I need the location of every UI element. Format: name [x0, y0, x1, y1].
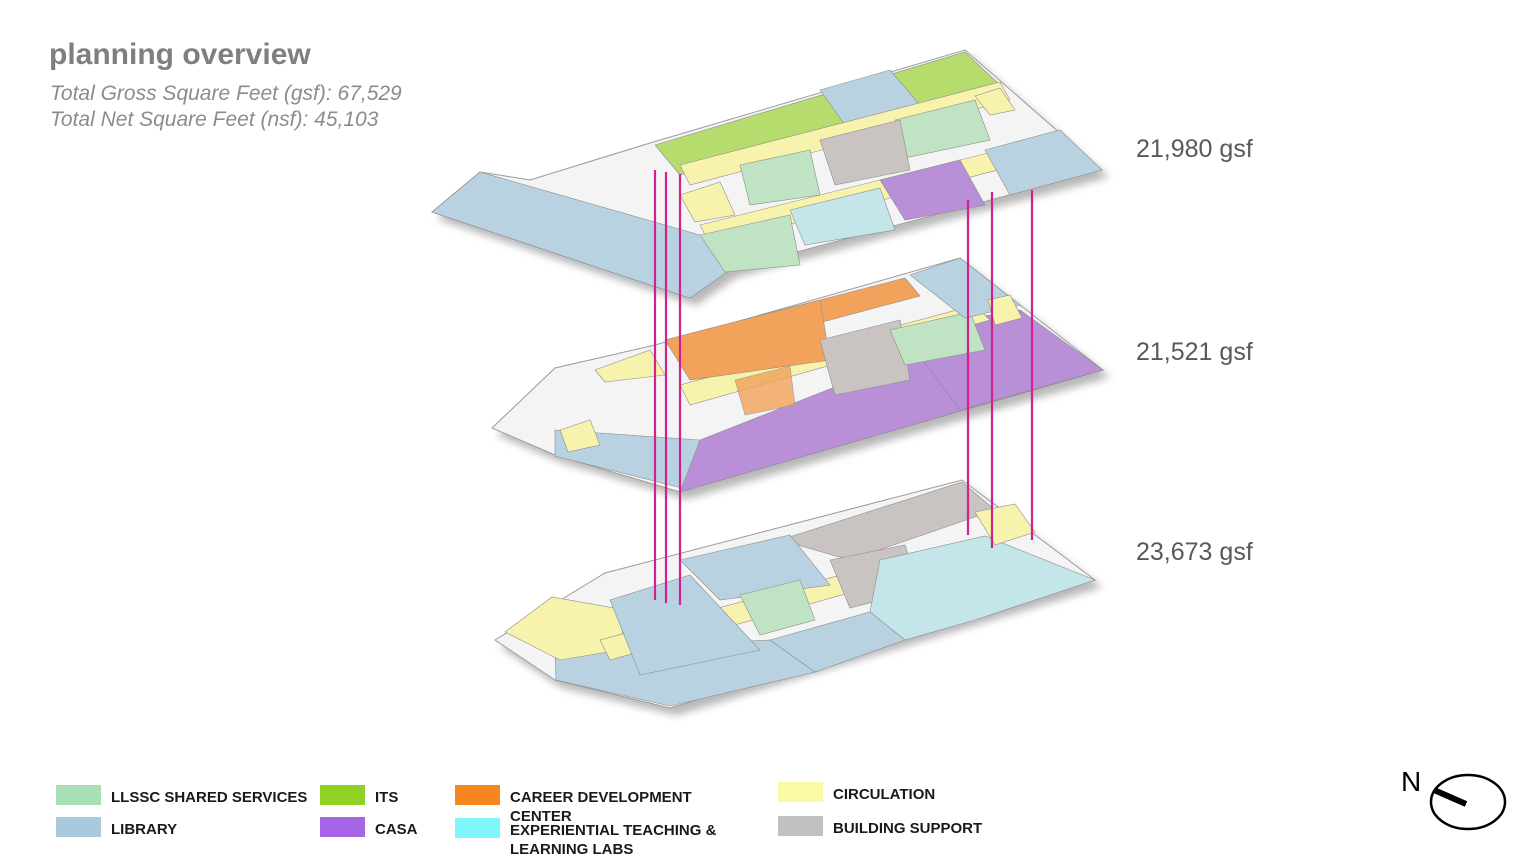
legend-item-building-support: BUILDING SUPPORT [778, 816, 982, 838]
legend-label: LIBRARY [111, 821, 178, 838]
legend-swatch [778, 816, 823, 836]
legend-swatch [455, 785, 500, 805]
zone-shared-bottom-a [739, 579, 816, 636]
zone-support-middle-core [819, 319, 911, 396]
north-arrow-pointer [1432, 787, 1468, 807]
zone-shared-top-a [699, 214, 801, 273]
legend-label: LLSSC SHARED SERVICES [111, 789, 308, 806]
total-gsf-text: Total Gross Square Feet (gsf): 67,529 [50, 82, 402, 105]
floor-top-area: 21,980 gsf [1136, 135, 1253, 163]
floor-top [430, 49, 1104, 299]
zone-career-middle-fade [734, 365, 796, 416]
legend-swatch [778, 782, 823, 802]
zone-circulation-top-stair [974, 87, 1016, 116]
total-nsf-text: Total Net Square Feet (nsf): 45,103 [50, 108, 379, 131]
zone-circulation-bottom-stair [974, 503, 1036, 546]
zone-support-top-core [819, 119, 911, 186]
zone-library-top-east [984, 129, 1103, 196]
floor-bottom [494, 479, 1097, 709]
north-arrow-ring [1429, 773, 1507, 831]
legend-swatch [56, 817, 101, 837]
legend-label: CIRCULATION [833, 786, 936, 803]
legend-label: ITS [375, 789, 399, 806]
floor-middle-area: 21,521 gsf [1136, 338, 1253, 366]
floor-bottom-area: 23,673 gsf [1136, 538, 1253, 566]
zone-labs-top [789, 187, 896, 246]
legend-label: CASA [375, 821, 418, 838]
legend-label: BUILDING SUPPORT [833, 820, 983, 837]
legend-label: EXPERIENTIAL TEACHING & LEARNING LABS [510, 822, 717, 858]
legend-item-circulation: CIRCULATION [778, 782, 935, 804]
zone-circulation-top-stair-west [679, 181, 736, 223]
legend-swatch [320, 785, 365, 805]
zone-shared-top-b [739, 149, 821, 206]
legend-swatch [320, 817, 365, 837]
north-arrow-icon [1429, 773, 1507, 831]
zone-library-bottom-south [769, 611, 906, 673]
vertical-connectors [653, 170, 1034, 605]
north-label: N [1401, 766, 1422, 797]
legend-item-shared-services: LLSSC SHARED SERVICES [56, 785, 307, 807]
legend-item-career-development: CAREER DEVELOPMENT CENTER [455, 785, 750, 826]
zone-circulation-middle-west [559, 419, 601, 453]
legend-item-library: LIBRARY [56, 817, 177, 839]
zone-casa-top [879, 159, 986, 221]
legend-swatch [56, 785, 101, 805]
legend-swatch [455, 818, 500, 838]
legend-item-experiential-labs: EXPERIENTIAL TEACHING & LEARNING LABS [455, 818, 750, 859]
legend-item-casa: CASA [320, 817, 418, 839]
legend-item-its: ITS [320, 785, 398, 807]
legend-label: CAREER DEVELOPMENT CENTER [510, 789, 692, 825]
zone-library-bottom-mid [609, 574, 761, 676]
floor-middle [491, 257, 1105, 493]
zone-shared-middle [889, 311, 986, 366]
page-title: planning overview [49, 38, 311, 71]
